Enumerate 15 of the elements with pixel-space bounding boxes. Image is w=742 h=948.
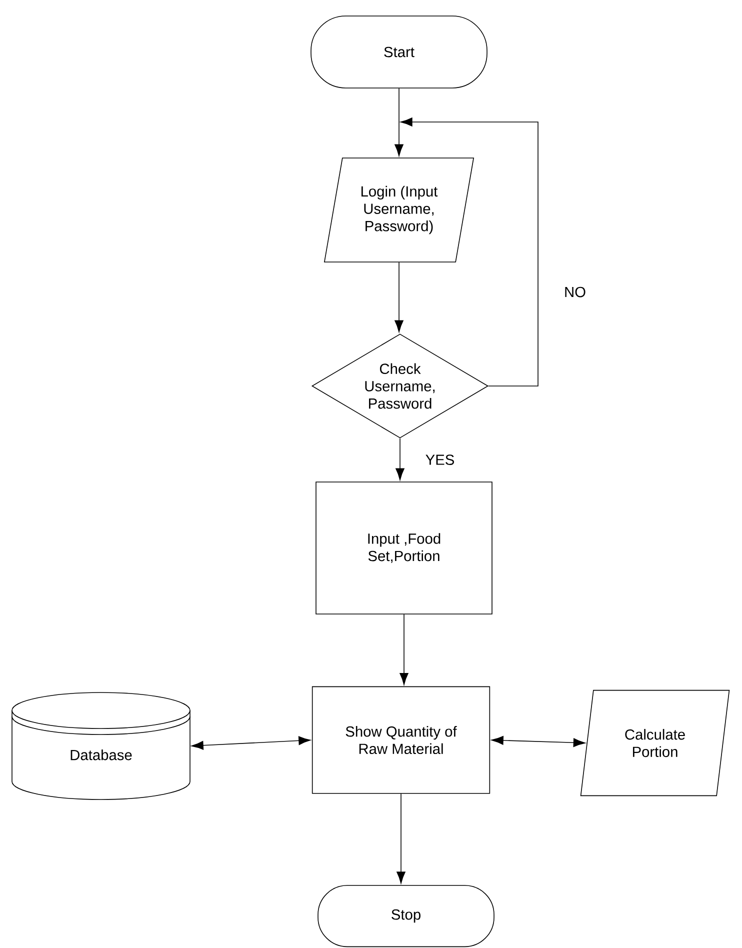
arrow [394,262,404,332]
arrow [400,118,538,386]
arrow [396,793,406,884]
arrow [191,736,311,750]
arrow [394,88,404,156]
io-parallelogram: Calculate Portion [580,690,730,796]
process-box: Show Quantity of Raw Material [312,686,490,794]
process-box: Input ,Food Set,Portion [316,482,492,614]
arrow [396,438,404,480]
edge-label: NO [562,285,588,299]
node-label: Database [70,749,132,760]
edge-label: YES [424,453,456,466]
database-cylinder: Database [12,692,190,800]
arrow [400,614,408,685]
arrow [491,736,586,747]
